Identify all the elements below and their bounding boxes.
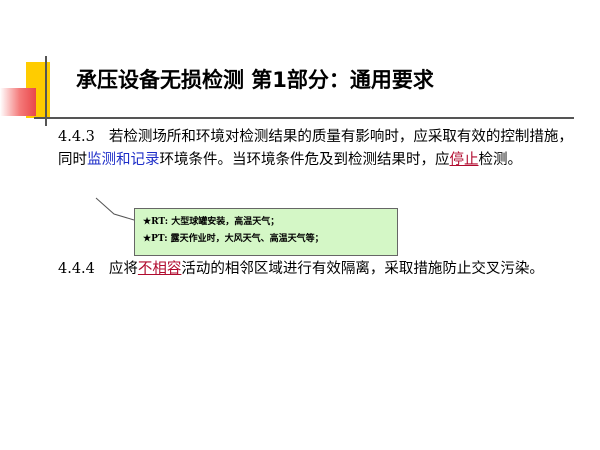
clause-4-4-4: 4.4.4 应将不相容活动的相邻区域进行有效隔离，采取措施防止交叉污染。 [58,258,578,281]
title-underline [34,117,574,119]
note-callout: ★RT: 大型球罐安装，高温天气； ★PT: 露天作业时，大风天气、高温天气等； [134,208,398,256]
highlight-red: 不相容 [137,261,182,277]
decor-red-gradient [0,88,36,116]
highlight-blue: 监测和记录 [87,152,160,168]
clause-text: 活动的相邻区域进行有效隔离，采取措施防止交叉污染。 [181,261,544,277]
clause-text: 应将 [108,261,138,277]
clause-number: 4.4.3 [58,129,95,145]
decor-vertical-line [45,56,47,126]
callout-line-rt: ★RT: 大型球罐安装，高温天气； [143,217,280,227]
clause-text: 若检测场所和环境对检测结果的质量有影响时，应采取有效的控制措施，同时 [58,129,573,168]
highlight-red: 停止 [449,152,479,168]
clause-text: 环境条件。当环境条件危及到检测结果时，应 [159,152,450,168]
callout-line-pt: ★PT: 露天作业时，大风天气、高温天气等； [143,234,324,244]
page-title: 承压设备无损检测 第1部分：通用要求 [76,68,434,92]
clause-text: 检测。 [478,152,523,168]
clause-number: 4.4.4 [58,261,95,277]
